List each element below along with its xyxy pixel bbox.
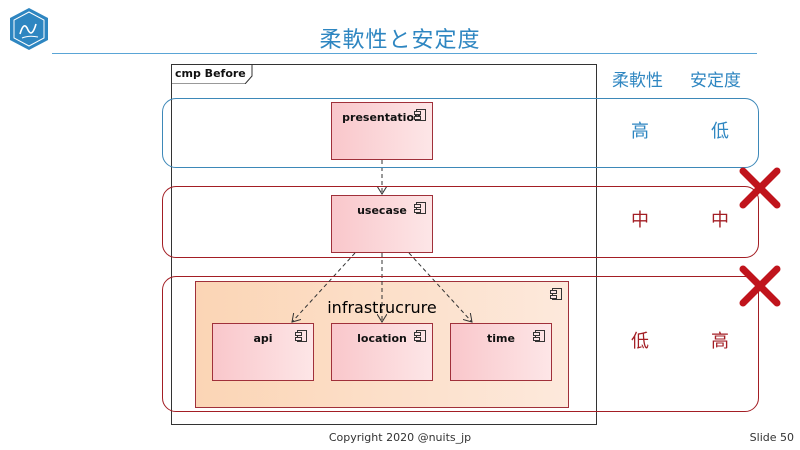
layer-band-infrastructure (162, 276, 759, 412)
flexibility-presentation: 高 (631, 121, 649, 142)
logo-hexagon-icon (10, 8, 48, 50)
component-usecase-label: usecase (357, 204, 407, 217)
layer-band-presentation (162, 98, 759, 168)
cross-mark-icon (739, 167, 781, 209)
component-time-label: time (487, 332, 515, 345)
component-time: time (450, 323, 552, 381)
component-location-label: location (357, 332, 407, 345)
slide-number: Slide 50 (749, 431, 794, 444)
component-icon (414, 330, 426, 342)
frame-tab (171, 64, 253, 84)
arrow-usecase-time (408, 252, 472, 322)
frame-label: cmp Before (175, 67, 246, 80)
component-api: api (212, 323, 314, 381)
title-underline (52, 53, 757, 54)
component-icon (550, 288, 562, 300)
stability-infrastructure: 高 (711, 331, 729, 352)
component-icon (533, 330, 545, 342)
column-header-flexibility: 柔軟性 (612, 71, 663, 91)
layer-band-usecase (162, 186, 759, 258)
flexibility-usecase: 中 (631, 210, 649, 231)
component-presentation-label: presentation (342, 111, 422, 124)
component-api-label: api (253, 332, 273, 345)
footer-copyright: Copyright 2020 @nuits_jp (328, 431, 472, 444)
component-icon (414, 202, 426, 214)
arrow-usecase-api (292, 252, 356, 322)
component-infrastructure-label: infrastrucrure (327, 298, 437, 317)
stability-usecase: 中 (711, 210, 729, 231)
column-header-stability: 安定度 (690, 71, 741, 91)
stability-presentation: 低 (711, 121, 729, 142)
component-location: location (331, 323, 433, 381)
component-icon (295, 330, 307, 342)
component-usecase: usecase (331, 195, 433, 253)
flexibility-infrastructure: 低 (631, 331, 649, 352)
component-presentation: presentation (331, 102, 433, 160)
component-icon (414, 109, 426, 121)
slide-title: 柔軟性と安定度 (319, 28, 481, 53)
cross-mark-icon (739, 265, 781, 307)
